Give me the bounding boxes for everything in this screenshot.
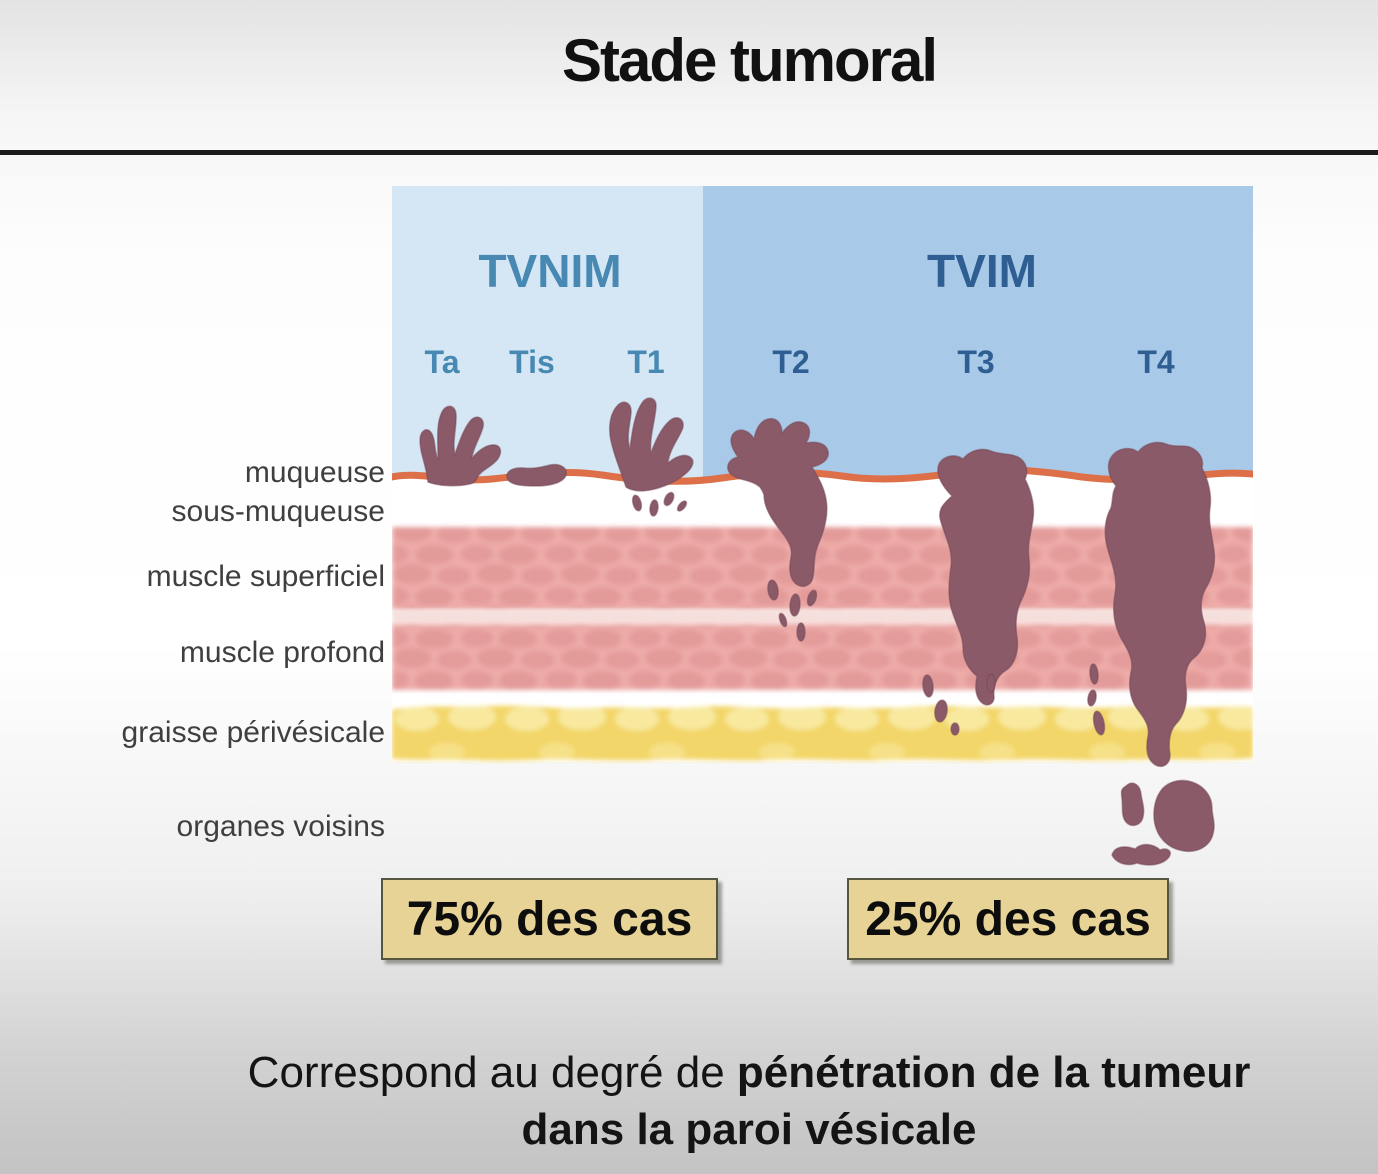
- layer-label-organes-voisins: organes voisins: [176, 810, 385, 843]
- tumor-t2: [727, 417, 830, 642]
- layer-label-graisse-perivesicale: graisse périvésicale: [121, 716, 385, 749]
- layer-label-muqueuse: muqueuse: [244, 456, 385, 489]
- stage-label-t4: T4: [1137, 344, 1175, 380]
- layer-label-muscle-superficiel: muscle superficiel: [146, 560, 385, 593]
- stage-label-t1: T1: [627, 344, 665, 380]
- caption-line-2: dans la paroi vésicale: [521, 1105, 977, 1155]
- tumor-tis: [506, 463, 568, 487]
- tumor-t1: [608, 397, 694, 517]
- tumor-t3: [922, 448, 1035, 736]
- muscle-gap-band: [392, 610, 1253, 624]
- stat-box-tvnim: 75% des cas: [381, 878, 718, 960]
- muscle-profond-layer: [392, 624, 1253, 690]
- stat-box-tvim-label: 25% des cas: [865, 892, 1151, 946]
- stage-label-t2: T2: [772, 344, 810, 380]
- caption: Correspond au degré de pénétration de la…: [130, 1044, 1368, 1158]
- group-label-tvim: TVIM: [927, 245, 1037, 297]
- bladder-wall-illustration: [392, 186, 1253, 866]
- layer-label-muscle-profond: muscle profond: [179, 636, 385, 669]
- tumor-t4: [1087, 441, 1216, 866]
- title-divider: [0, 150, 1378, 155]
- group-label-tvnim: TVNIM: [478, 245, 622, 297]
- tumor-ta: [419, 405, 502, 487]
- caption-line-1: Correspond au degré de pénétration de la…: [247, 1048, 1251, 1097]
- layer-label-sous-muqueuse: sous-muqueuse: [171, 495, 385, 528]
- stage-label-t3: T3: [957, 344, 995, 380]
- stat-box-tvim: 25% des cas: [847, 878, 1169, 960]
- stage-label-tis: Tis: [509, 344, 555, 380]
- page-title: Stade tumoral: [561, 27, 938, 94]
- graisse-layer: [392, 705, 1253, 761]
- stage-label-ta: Ta: [424, 344, 460, 380]
- stat-box-tvnim-label: 75% des cas: [406, 892, 693, 946]
